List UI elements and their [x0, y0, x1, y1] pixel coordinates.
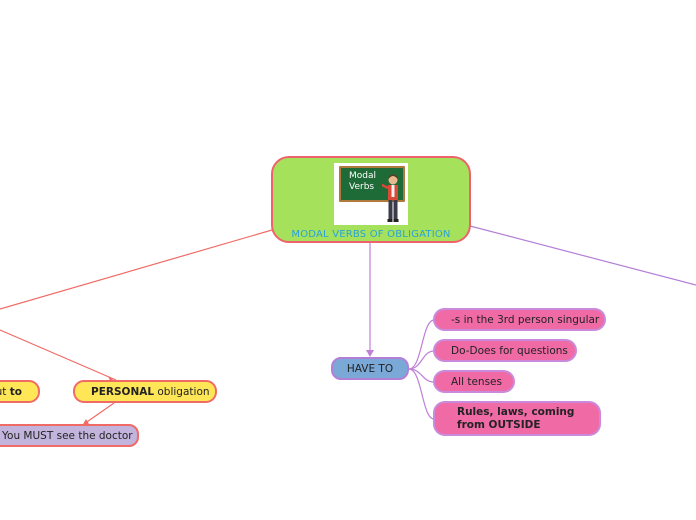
must-partial-node[interactable]: ut to	[0, 380, 40, 403]
have-to-all-tenses-label: All tenses	[451, 375, 502, 388]
connector-central-right	[469, 225, 696, 286]
have-to-third-person-label: -s in the 3rd person singular	[451, 313, 600, 326]
central-topic[interactable]: Modal Verbs MODAL VERBS OF OBLIGATION	[271, 156, 471, 243]
connector-left-personal	[0, 329, 117, 381]
must-example-label: You MUST see the doctor	[2, 429, 133, 442]
connector-central-left	[0, 229, 273, 310]
connector-haveto-child-2	[408, 350, 435, 370]
have-to-node[interactable]: HAVE TO	[331, 357, 409, 380]
personal-obligation-bold: PERSONAL	[91, 385, 155, 398]
have-to-label: HAVE TO	[346, 362, 394, 375]
have-to-do-does-node[interactable]: Do-Does for questions	[433, 339, 577, 362]
connector-haveto-child-4	[408, 368, 435, 420]
have-to-rules-node[interactable]: Rules, laws, coming from OUTSIDE	[433, 401, 601, 436]
personal-obligation-node[interactable]: PERSONAL obligation	[73, 380, 217, 403]
connector-personal-example	[83, 402, 115, 425]
must-example-node[interactable]: You MUST see the doctor	[0, 424, 139, 447]
connector-haveto-child-1	[408, 319, 435, 370]
have-to-rules-line-2: from OUTSIDE	[457, 418, 541, 431]
arrowhead-haveto	[366, 350, 374, 357]
have-to-rules-line-1: Rules, laws, coming	[457, 405, 575, 418]
have-to-do-does-label: Do-Does for questions	[451, 344, 568, 357]
teacher-board-image: Modal Verbs	[334, 163, 408, 225]
have-to-all-tenses-node[interactable]: All tenses	[433, 370, 515, 393]
board-text-line-1: Modal	[349, 171, 376, 181]
central-topic-title: MODAL VERBS OF OBLIGATION	[291, 229, 451, 240]
must-partial-label: ut	[0, 385, 7, 398]
must-partial-label-bold: to	[9, 385, 22, 398]
personal-obligation-text: obligation	[154, 385, 210, 398]
board-text-line-2: Verbs	[349, 182, 375, 192]
have-to-third-person-node[interactable]: -s in the 3rd person singular	[433, 308, 606, 331]
teacher-icon	[382, 174, 399, 222]
